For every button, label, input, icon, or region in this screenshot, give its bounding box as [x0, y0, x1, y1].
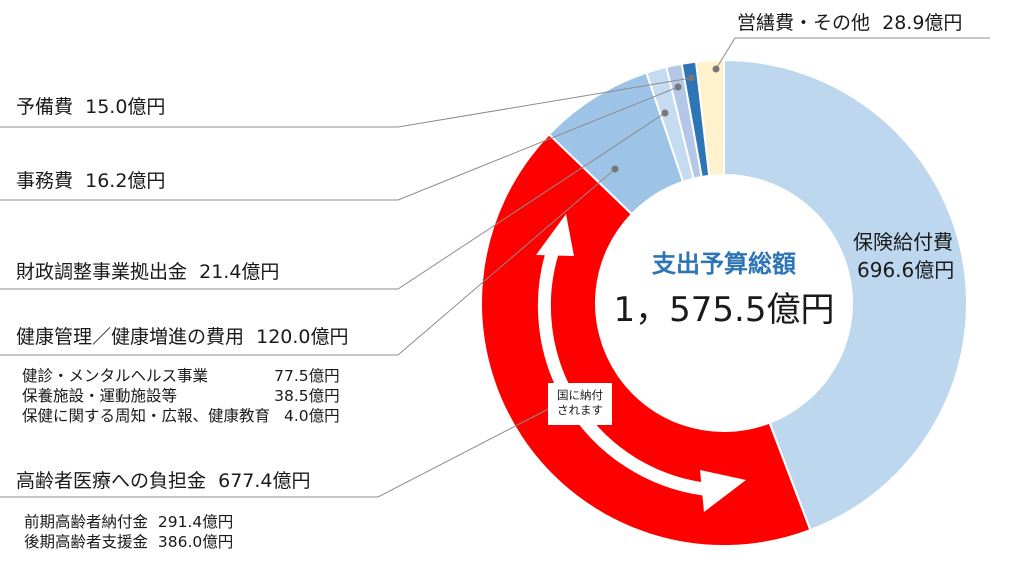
leader-line-adjust	[0, 112, 666, 290]
label-adjust: 財政調整事業拠出金 21.4億円	[16, 261, 280, 283]
label-admin: 事務費 16.2億円	[16, 170, 166, 192]
leader-dot	[611, 165, 619, 173]
label-health: 健康管理／健康増進の費用 120.0億円	[16, 326, 349, 348]
label-reserve: 予備費 15.0億円	[16, 96, 166, 118]
leader-line-admin	[0, 86, 679, 201]
leader-line-elderly	[0, 402, 561, 498]
donut-slice-6	[694, 58, 725, 177]
annotation-box: 国に納付 されます	[548, 383, 612, 425]
label-benefits: 保険給付費 696.6億円	[853, 230, 955, 282]
center-title: 支出予算総額	[652, 250, 796, 278]
leader-dot	[674, 83, 682, 91]
label-other: 営繕費・その他 28.9億円	[737, 12, 963, 34]
annotation-line: されます	[557, 403, 603, 417]
arrowhead-down	[700, 470, 746, 512]
center-total: 1，575.5億円	[613, 290, 835, 330]
leader-line-health	[0, 168, 616, 356]
arrowhead-up	[536, 214, 574, 256]
label-elderly: 高齢者医療への負担金 677.4億円	[16, 470, 311, 492]
leader-dot	[661, 109, 669, 117]
donut-slice-0	[723, 58, 968, 532]
leader-lines	[0, 37, 990, 498]
leader-line-reserve	[0, 77, 692, 128]
elderly-breakdown: 前期高齢者納付金 291.4億円 後期高齢者支援金 386.0億円	[24, 513, 234, 551]
leader-dot	[687, 74, 695, 82]
annotation-line: 国に納付	[557, 388, 603, 402]
leader-line-other	[715, 37, 990, 70]
leader-dot	[712, 65, 720, 73]
